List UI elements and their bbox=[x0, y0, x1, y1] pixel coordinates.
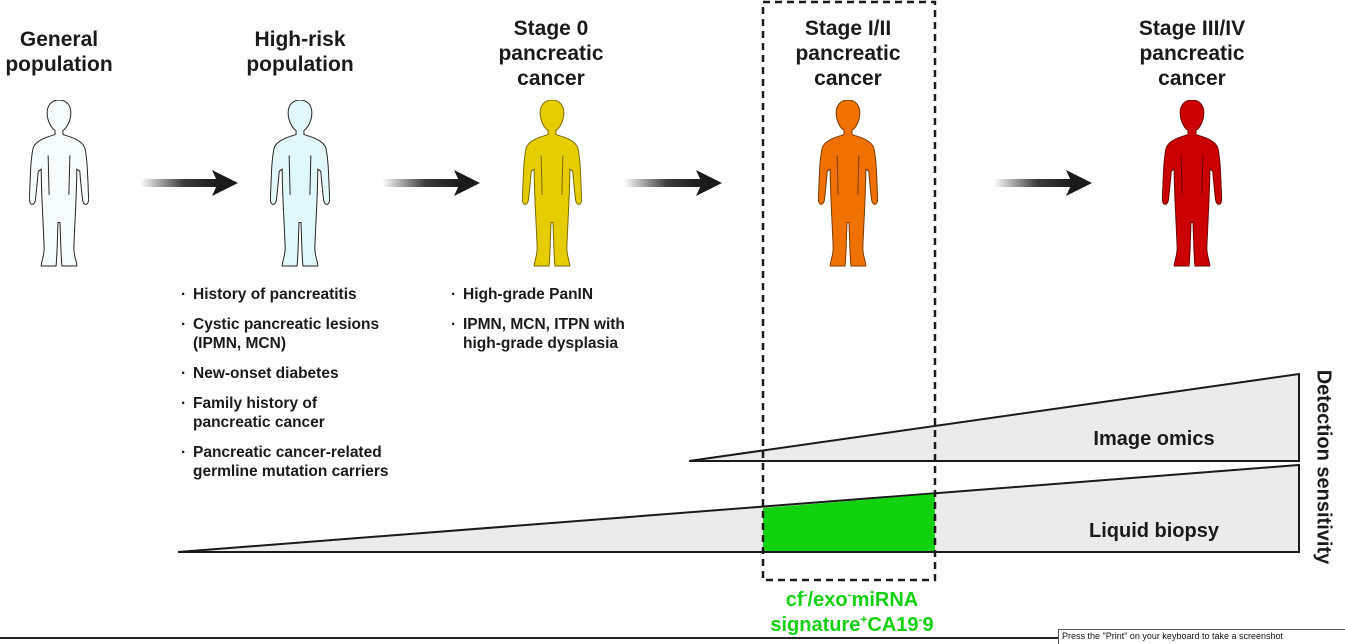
print-hint-tooltip: Press the "Print" on your keyboard to ta… bbox=[1058, 629, 1345, 644]
stage-title-stage-1-2: Stage I/II pancreatic cancer bbox=[795, 17, 901, 90]
biomarker-line-1: cf-/exo-miRNA bbox=[785, 587, 919, 611]
arrow-2 bbox=[382, 170, 480, 196]
detection-sensitivity-label: Detection sensitivity bbox=[1313, 370, 1335, 565]
arrow-3 bbox=[624, 170, 722, 196]
image-omics-label: Image omics bbox=[1093, 428, 1214, 450]
figure-stage-1-2 bbox=[818, 100, 878, 267]
biomarker-line-2: signature+CA19-9 bbox=[770, 612, 934, 636]
list-item: New-onset diabetes bbox=[181, 364, 431, 383]
high-risk-factor-list: History of pancreatitis Cystic pancreati… bbox=[181, 285, 431, 492]
figure-stage-3-4 bbox=[1162, 100, 1222, 267]
stage-title-stage-3-4: Stage III/IV pancreatic cancer bbox=[1138, 17, 1246, 90]
list-item: Family history of pancreatic cancer bbox=[181, 394, 431, 432]
bottom-border bbox=[0, 637, 1058, 639]
list-item: IPMN, MCN, ITPN with high-grade dysplasi… bbox=[451, 315, 661, 353]
liquid-biopsy-highlight bbox=[763, 494, 935, 552]
list-item: High-grade PanIN bbox=[451, 285, 661, 304]
liquid-biopsy-label: Liquid biopsy bbox=[1089, 520, 1220, 542]
list-item: History of pancreatitis bbox=[181, 285, 431, 304]
arrow-1 bbox=[140, 170, 238, 196]
image-omics-wedge bbox=[688, 372, 1300, 462]
list-item: Pancreatic cancer-related germline mutat… bbox=[181, 443, 431, 481]
figure-high-risk-population bbox=[270, 100, 330, 267]
stage-1-2-highlight-box bbox=[761, 0, 937, 582]
stage-title-stage-0: Stage 0 pancreatic cancer bbox=[498, 17, 604, 90]
biomarker-caption: cf-/exo-miRNA signature+CA19-9 bbox=[742, 588, 962, 638]
stage-title-high-risk-population: High-risk population bbox=[246, 28, 354, 76]
figure-general-population bbox=[29, 100, 89, 267]
stage-title-general-population: General population bbox=[5, 28, 113, 76]
arrow-4 bbox=[994, 170, 1092, 196]
stage-0-feature-list: High-grade PanIN IPMN, MCN, ITPN with hi… bbox=[451, 285, 661, 364]
figure-stage-0 bbox=[522, 100, 582, 267]
list-item: Cystic pancreatic lesions (IPMN, MCN) bbox=[181, 315, 431, 353]
